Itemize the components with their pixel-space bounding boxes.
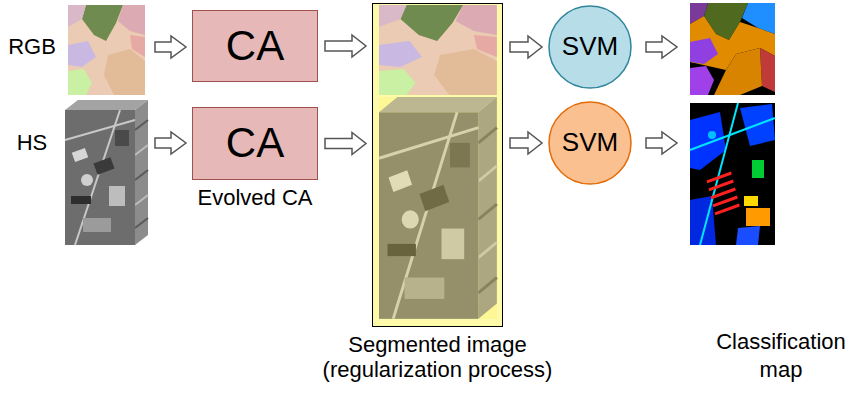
circle-shape	[549, 102, 631, 184]
illustration-part	[700, 103, 738, 245]
illustration-part	[714, 204, 739, 216]
illustration-part	[752, 160, 764, 178]
block-arrow-connector	[510, 36, 542, 58]
node-label: SVM	[562, 128, 618, 158]
rgb-image	[68, 5, 145, 95]
segmented-hs	[379, 97, 497, 319]
circle-shape	[549, 6, 631, 88]
block-arrow-connector	[325, 133, 366, 155]
illustration-part	[155, 132, 186, 154]
row-label: RGB	[2, 33, 62, 61]
illustration-part	[708, 131, 716, 139]
illustration-part	[736, 226, 760, 245]
illustration-part	[760, 48, 775, 92]
illustration-part	[706, 172, 739, 216]
output-label: Classification map	[706, 328, 856, 383]
illustration-part	[714, 48, 762, 95]
node-caption: Segmented image (regularization process)	[307, 332, 569, 383]
illustration-part	[155, 36, 186, 58]
block-arrow-connector	[325, 35, 366, 57]
illustration-part	[690, 66, 714, 95]
node-label: CA	[226, 119, 284, 167]
illustration-part	[690, 112, 726, 170]
ca-box: CA	[192, 10, 318, 82]
row-label: HS	[2, 129, 62, 157]
illustration-part	[690, 103, 775, 245]
band-fill	[372, 3, 503, 327]
illustration-part	[746, 208, 770, 226]
svm-circle: SVM	[548, 5, 632, 89]
ca-box: CAEvolved CA	[192, 107, 318, 180]
illustration-part	[379, 97, 497, 319]
hyperspectral-cube	[65, 100, 148, 245]
illustration-part	[646, 36, 677, 58]
node-caption: Evolved CA	[180, 185, 330, 210]
svm-circle: SVM	[548, 101, 632, 185]
illustration-part	[744, 196, 758, 206]
hs-classification-map	[690, 103, 775, 245]
illustration-part	[690, 3, 775, 95]
block-arrow-connector	[510, 132, 542, 154]
node-label: SVM	[562, 32, 618, 62]
segmented-rgb	[379, 5, 497, 95]
node-label: CA	[226, 22, 284, 70]
illustration-part	[379, 97, 497, 319]
illustration-part	[646, 132, 677, 154]
segmented-band: Segmented image (regularization process)	[372, 3, 503, 327]
rgb-classification-map	[690, 3, 775, 95]
illustration-part	[690, 38, 718, 64]
